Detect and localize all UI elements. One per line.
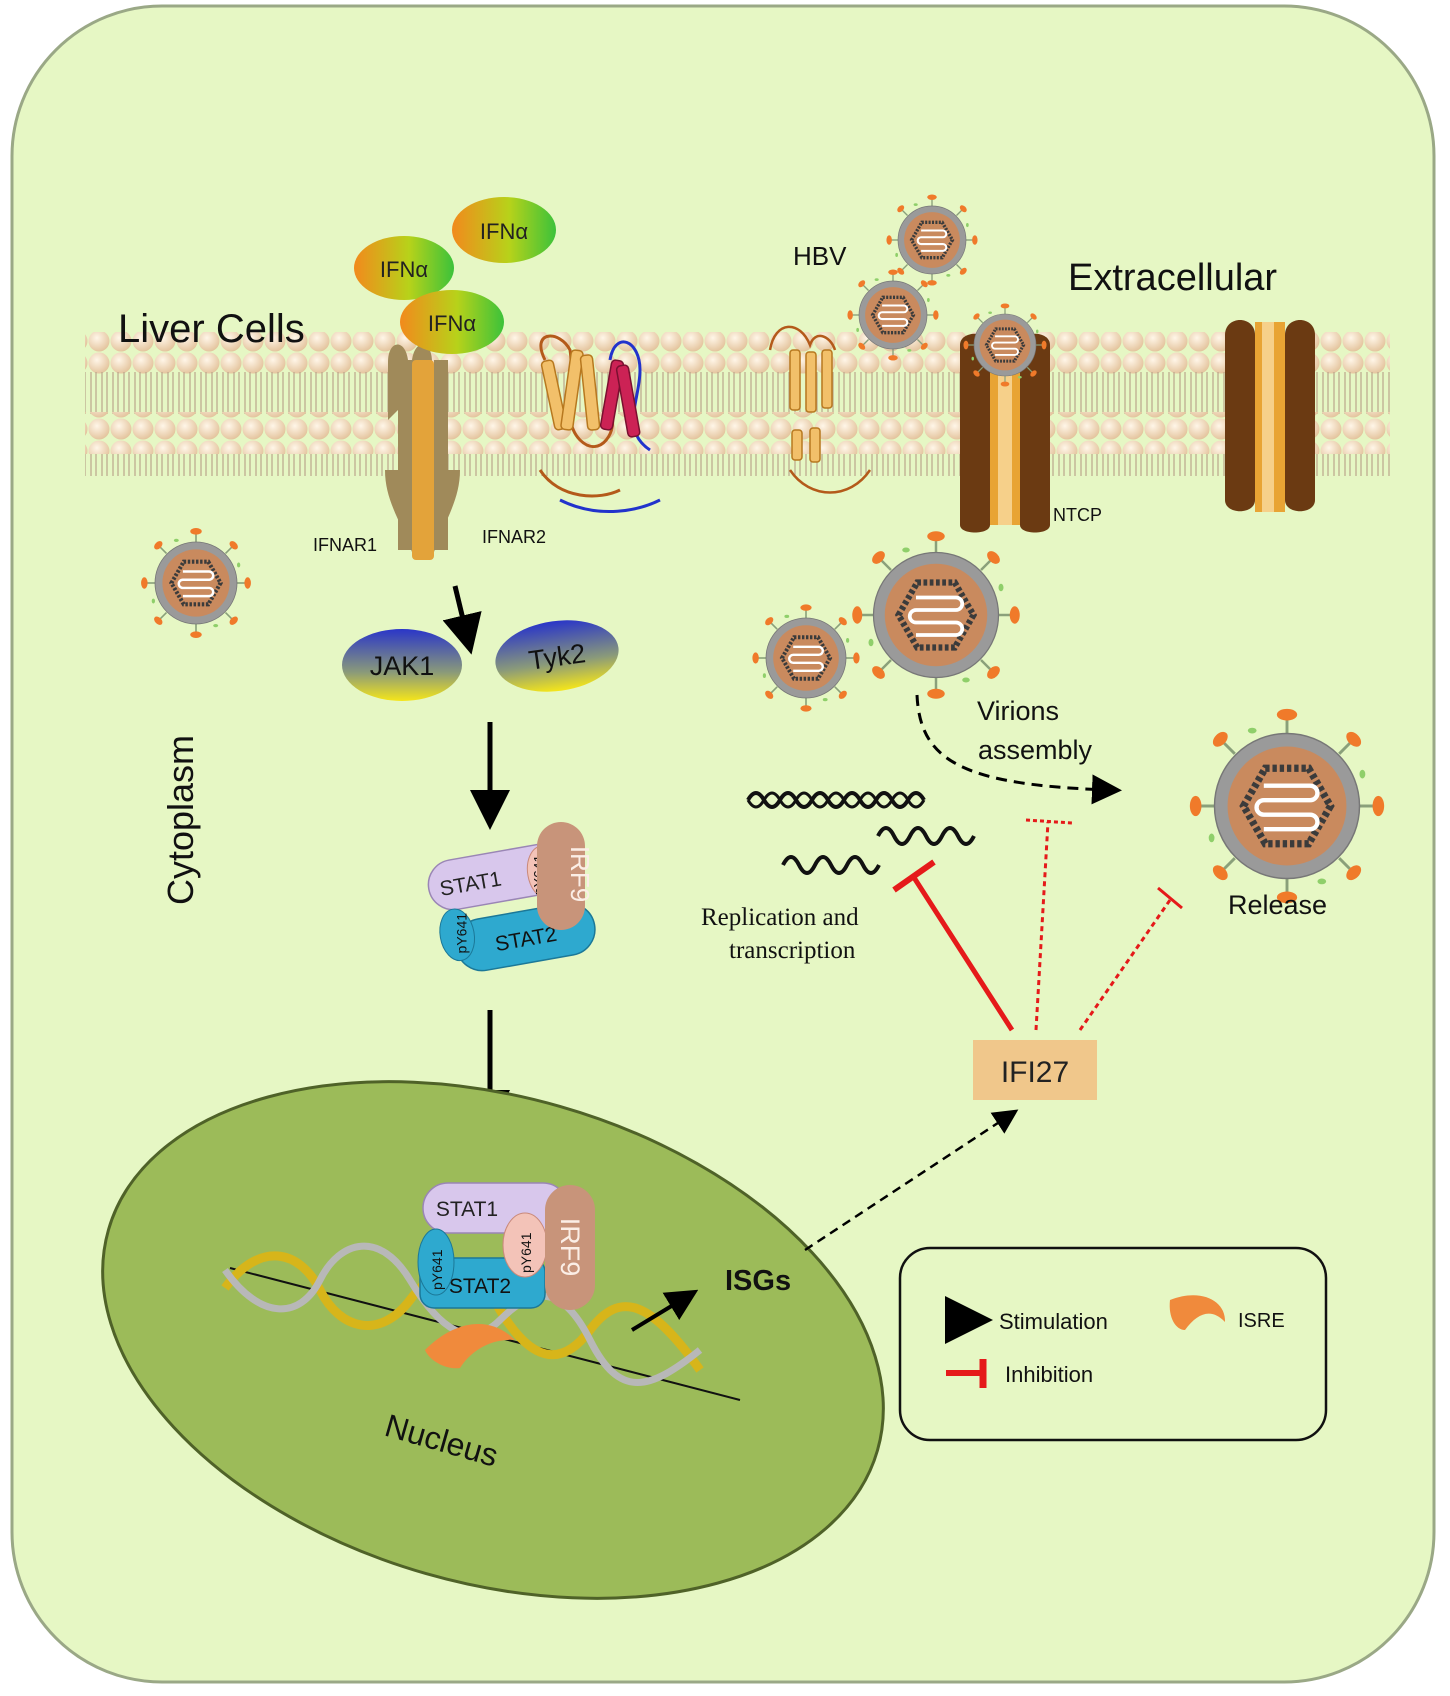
transcription-label: transcription <box>729 937 856 964</box>
ifi27-box <box>973 1040 1097 1100</box>
legend-isre-icon <box>1169 1295 1226 1330</box>
inhibition-assembly <box>1025 818 1073 1031</box>
arrow-isgs-to-ifi27 <box>804 1109 1019 1252</box>
ifn-alpha-label-2: IFNα <box>480 219 528 244</box>
hbv-virion-extracellular-1 <box>884 192 980 288</box>
jak1-label: JAK1 <box>370 651 435 681</box>
hbv-label: HBV <box>793 241 847 271</box>
arrow-receptor-to-jak <box>442 585 482 655</box>
ifnar1-label: IFNAR1 <box>313 535 377 555</box>
ifnar2-label: IFNAR2 <box>482 527 546 547</box>
py641-label-stat2-cytoplasm: pY641 <box>454 913 470 954</box>
replication-label: Replication and <box>701 904 859 931</box>
extracellular-label: Extracellular <box>1068 257 1277 299</box>
isgs-label: ISGs <box>725 1265 791 1297</box>
transmembrane-protein-complex <box>538 334 661 513</box>
ifn-alpha-label-3: IFNα <box>428 311 476 336</box>
ifn-alpha-ligand-1: IFNα <box>354 236 454 300</box>
ifn-alpha-ligand-3: IFNα <box>400 290 504 354</box>
tyk2-kinase: Tyk2 <box>495 620 619 692</box>
legend-inhibition-icon <box>946 1359 987 1388</box>
isgf3-complex-cytoplasm: STAT1 STAT2 pY641 pY641 IRF9 <box>427 822 596 972</box>
membrane-transporter <box>1225 320 1315 512</box>
ntcp-transporter <box>960 333 1050 533</box>
arrow-dna-to-isgs <box>630 1289 699 1332</box>
ntcp-label: NTCP <box>1053 505 1102 525</box>
isre-element <box>425 1323 515 1369</box>
ifnar-receptor <box>385 344 460 560</box>
hbv-virion-cytoplasm <box>141 528 251 638</box>
legend-stimulation-label: Stimulation <box>999 1309 1108 1334</box>
irf9-nucleus <box>545 1185 595 1310</box>
isgf3-complex-nucleus: STAT1 STAT2 pY641 pY641 IRF9 <box>417 1182 595 1310</box>
legend-box <box>898 1246 1328 1442</box>
stat2-label-nucleus: STAT2 <box>449 1275 511 1298</box>
irf9-label-cytoplasm: IRF9 <box>565 846 595 902</box>
cytoplasm-label: Cytoplasm <box>160 735 201 905</box>
cell-membrane <box>85 332 1390 476</box>
virions-label: Virions <box>977 696 1059 726</box>
ifn-alpha-label-1: IFNα <box>380 257 428 282</box>
stat1-label-nucleus: STAT1 <box>436 1198 498 1221</box>
assembly-label: assembly <box>978 735 1093 765</box>
arrow-virions-assembly <box>915 694 1122 805</box>
irf9-label-nucleus: IRF9 <box>555 1218 585 1277</box>
hbv-virion-extracellular-2 <box>845 267 941 363</box>
irf9-cytoplasm <box>537 822 585 930</box>
legend: Stimulation Inhibition ISRE <box>898 1246 1328 1442</box>
legend-isre-label: ISRE <box>1238 1310 1285 1332</box>
jak1-kinase: JAK1 <box>342 629 462 701</box>
inhibition-replication <box>892 859 1015 1032</box>
hbv-virion-assembling-small <box>752 604 859 711</box>
membrane-protein <box>768 325 872 494</box>
hbv-virion-released <box>1190 709 1384 903</box>
legend-inhibition-label: Inhibition <box>1005 1362 1093 1387</box>
liver-cells-label: Liver Cells <box>118 307 305 351</box>
ifi27-label: IFI27 <box>1001 1056 1069 1089</box>
inhibition-release <box>1078 886 1183 1031</box>
hbv-virion-binding-ntcp <box>961 301 1049 389</box>
py641-label-stat1-nucleus: pY641 <box>518 1232 534 1273</box>
hbv-virion-assembling-large <box>852 531 1020 699</box>
hbv-rna-strands <box>746 791 976 875</box>
release-label: Release <box>1228 890 1327 920</box>
py641-label-stat2-nucleus: pY641 <box>429 1249 445 1290</box>
ifn-alpha-ligand-2: IFNα <box>452 197 556 263</box>
